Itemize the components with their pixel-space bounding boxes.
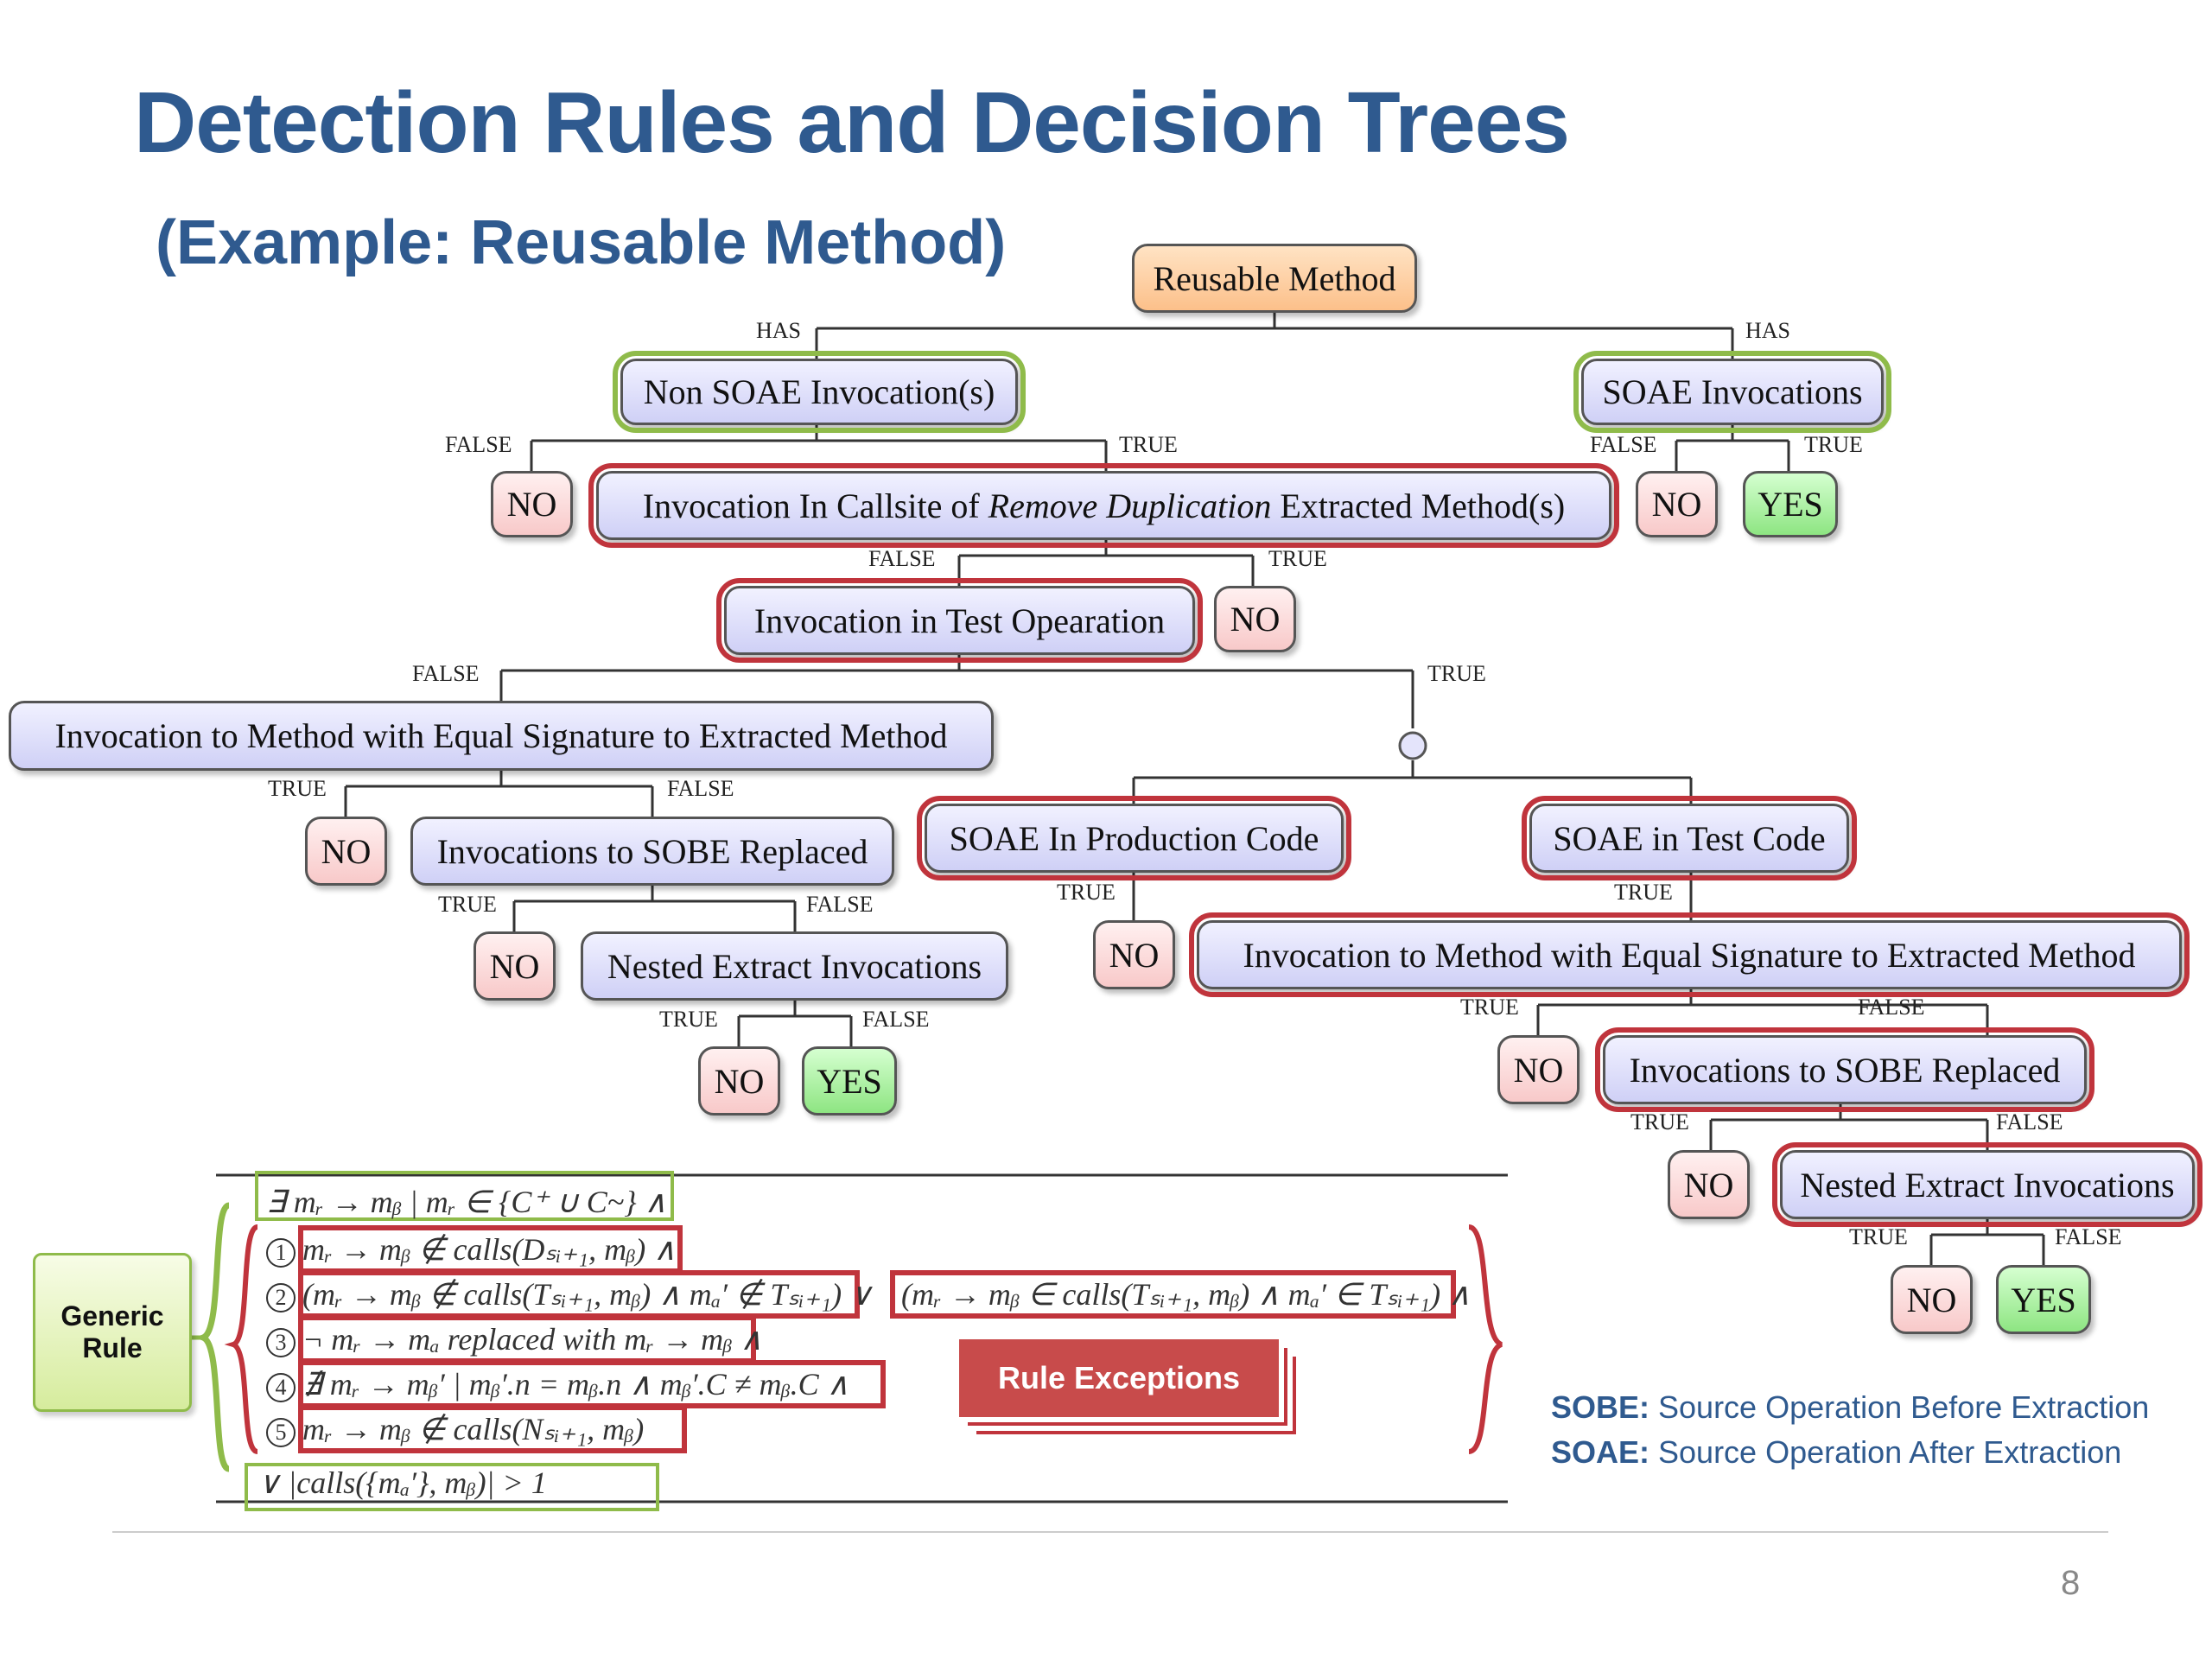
edge-label-false-2: FALSE	[1590, 432, 1657, 457]
node-sobe-replaced-right: Invocations to SOBE Replaced	[1595, 1027, 2094, 1112]
edge-label-has-left: HAS	[756, 318, 802, 343]
node-no-2: NO	[1636, 471, 1718, 537]
generic-rule-box	[255, 1171, 674, 1221]
node-yes-2: YES	[802, 1046, 897, 1116]
formula-line-2a: 2(mᵣ → mᵦ ∉ calls(Tₛᵢ₊₁, mᵦ) ∧ mₐ′ ∉ Tₛᵢ…	[266, 1276, 872, 1313]
node-equal-signature-left: Invocation to Method with Equal Signatur…	[9, 701, 994, 771]
edge-label-true-1: TRUE	[1119, 432, 1178, 457]
edge-equal-sig-right	[1536, 989, 1989, 1035]
node-soae-test-code: SOAE in Test Code	[1522, 796, 1857, 880]
node-no-10: NO	[1891, 1265, 1973, 1334]
edge-callsite	[957, 540, 1255, 586]
node-yes-3: YES	[1996, 1265, 2091, 1334]
edge-root	[815, 313, 1734, 359]
node-nested-extract-right: Nested Extract Invocations	[1772, 1142, 2202, 1227]
rule-exceptions-banner: Rule Exceptions	[959, 1339, 1279, 1417]
formula-line-3: 3¬ mᵣ → mₐ replaced with mᵣ → mᵦ ∧	[266, 1321, 763, 1357]
edge-label-false-3: FALSE	[868, 546, 936, 571]
edge-label-false-6: FALSE	[806, 892, 874, 917]
page-number: 8	[2061, 1564, 2081, 1602]
edge-label-true-6: TRUE	[438, 892, 497, 917]
edge-label-true-7: TRUE	[1057, 880, 1116, 905]
edge-label-false-10: FALSE	[1858, 995, 1925, 1020]
node-test-operation: Invocation in Test Opearation	[716, 578, 1203, 663]
node-non-soae-invocations: Non SOAE Invocation(s)	[613, 351, 1026, 433]
edge-label-false-1: FALSE	[445, 432, 512, 457]
edge-sobe-right	[1709, 1104, 1989, 1150]
edge-label-true-10: TRUE	[1460, 995, 1519, 1020]
node-no-7: NO	[698, 1046, 780, 1116]
formula-line-2b: (mᵣ → mᵦ ∈ calls(Tₛᵢ₊₁, mᵦ) ∧ mₐ′ ∈ Tₛᵢ₊…	[901, 1277, 1471, 1312]
edge-label-false-11: FALSE	[1996, 1109, 2063, 1135]
node-yes-1: YES	[1743, 471, 1838, 537]
edge-non-soae	[530, 425, 1108, 471]
node-soae-production-code: SOAE In Production Code	[917, 796, 1351, 880]
legend-soae: SOAE: Source Operation After Extraction	[1551, 1434, 2122, 1470]
formula-line-4: 4∄ mᵣ → mᵦ′ | mᵦ′.n = mᵦ.n ∧ mᵦ′.C ≠ mᵦ.…	[266, 1366, 849, 1402]
node-equal-signature-right: Invocation to Method with Equal Signatur…	[1189, 912, 2190, 997]
edge-test-op	[499, 655, 1414, 728]
node-no-6: NO	[1093, 920, 1175, 989]
edge-nested-right	[1929, 1219, 2045, 1265]
edge-equal-sig-left	[344, 771, 654, 817]
node-no-1: NO	[491, 471, 573, 537]
edge-label-true-12: TRUE	[1849, 1224, 1908, 1249]
edge-label-has-right: HAS	[1745, 318, 1791, 343]
node-sobe-replaced-left: Invocations to SOBE Replaced	[410, 817, 894, 886]
node-nested-extract-left: Nested Extract Invocations	[581, 931, 1008, 1001]
exception-brace-left	[224, 1224, 259, 1454]
node-soae-invocations: SOAE Invocations	[1573, 351, 1891, 433]
node-no-3: NO	[1214, 586, 1296, 652]
edge-label-false-9: FALSE	[862, 1007, 930, 1032]
node-reusable-method: Reusable Method	[1132, 244, 1417, 313]
formula-line-6: ∨ |calls({mₐ′}, mᵦ)| > 1	[257, 1465, 547, 1500]
generic-rule-brace	[194, 1202, 231, 1472]
generic-rule-box-bottom	[245, 1463, 659, 1511]
edge-label-false-12: FALSE	[2055, 1224, 2122, 1249]
formula-line-0: ∃ mᵣ → mᵦ | mᵣ ∈ {C⁺ ∪ C~} ∧	[266, 1185, 667, 1219]
node-callsite-remove-duplication: Invocation In Callsite of Remove Duplica…	[588, 463, 1619, 548]
edge-label-false-4: FALSE	[412, 661, 480, 686]
node-no-8: NO	[1497, 1035, 1580, 1104]
edge-sobe-left	[512, 886, 797, 931]
slide-title: Detection Rules and Decision Trees	[134, 74, 1570, 171]
edge-label-false-5: FALSE	[667, 776, 734, 801]
edge-label-true-9: TRUE	[659, 1007, 718, 1032]
edge-label-true-3: TRUE	[1268, 546, 1327, 571]
exception-box-5	[298, 1405, 687, 1453]
edge-label-true-5: TRUE	[268, 776, 327, 801]
legend-sobe: SOBE: Source Operation Before Extraction	[1551, 1389, 2150, 1425]
edge-join	[1132, 760, 1693, 804]
edge-label-true-4: TRUE	[1427, 661, 1486, 686]
node-no-9: NO	[1668, 1150, 1750, 1219]
edge-label-true-11: TRUE	[1630, 1109, 1689, 1135]
footer-divider	[112, 1531, 2108, 1533]
edge-label-true-8: TRUE	[1614, 880, 1673, 905]
edge-nested-left	[737, 1001, 853, 1046]
node-no-5: NO	[474, 931, 556, 1001]
join-node	[1398, 731, 1427, 760]
edge-soae	[1675, 425, 1790, 471]
exception-brace-right	[1467, 1224, 1503, 1454]
exception-box-2b	[890, 1270, 1456, 1319]
slide-subtitle: (Example: Reusable Method)	[156, 208, 1007, 277]
edge-label-true-2: TRUE	[1804, 432, 1863, 457]
node-no-4: NO	[305, 817, 387, 886]
